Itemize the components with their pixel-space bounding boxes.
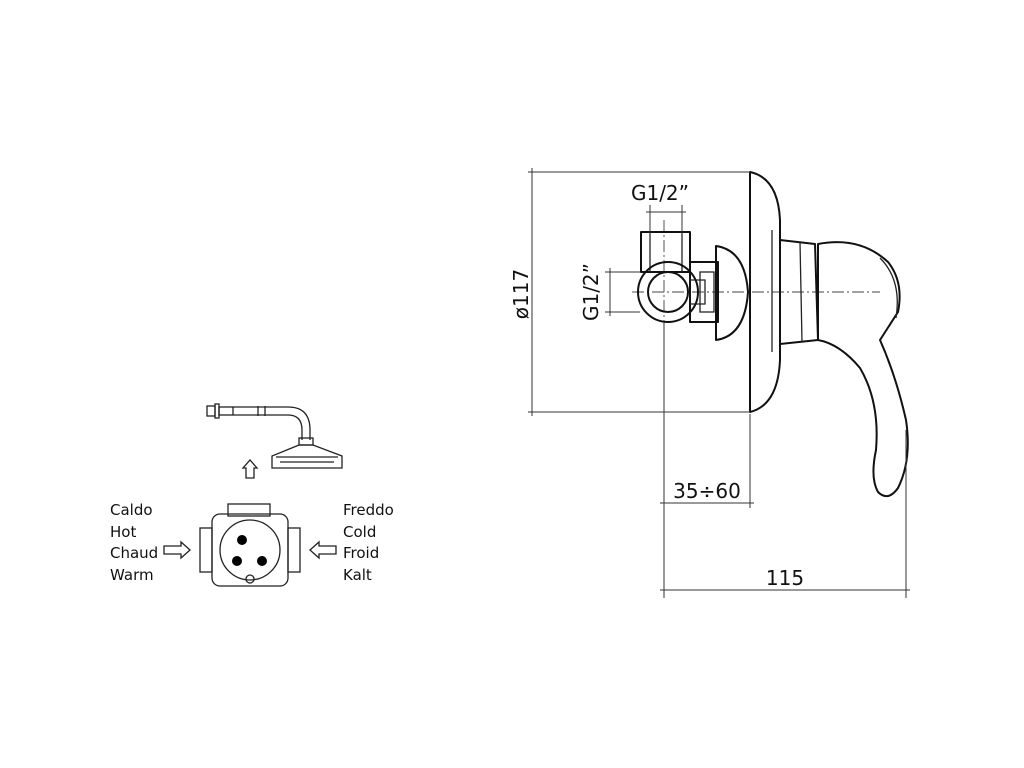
cold-inlet-arrow-icon [309,540,337,560]
dimension-lines: ø117 G1/2” G1/2” 35÷60 115 [509,168,910,598]
plate-diameter-label: ø117 [509,269,533,319]
cold-label-it: Freddo [343,501,394,519]
top-connection-label: G1/2” [631,181,689,205]
valve-body-side [637,231,749,341]
hot-water-labels: Caldo Hot Chaud Warm [110,501,158,584]
shower-head-icon [206,403,343,469]
cold-water-labels: Freddo Cold Froid Kalt [343,501,394,584]
arrow-up-icon [241,459,259,479]
hot-label-en: Hot [110,523,136,541]
lever-handle [817,241,909,498]
cold-label-de: Kalt [343,566,372,584]
wall-plate [749,171,781,413]
wall-depth-label: 35÷60 [673,479,741,503]
hot-label-de: Warm [110,566,154,584]
total-depth-label: 115 [766,566,804,590]
cold-label-fr: Froid [343,544,379,562]
installation-schematic: Caldo Hot Chaud Warm Freddo Cold Froid K… [110,403,394,587]
hot-label-fr: Chaud [110,544,158,562]
cold-label-en: Cold [343,523,376,541]
hot-label-it: Caldo [110,501,153,519]
side-connection-label: G1/2” [579,263,603,321]
mixer-valve-body [199,503,301,587]
mixer-side-view [632,171,909,498]
hot-inlet-arrow-icon [163,540,191,560]
